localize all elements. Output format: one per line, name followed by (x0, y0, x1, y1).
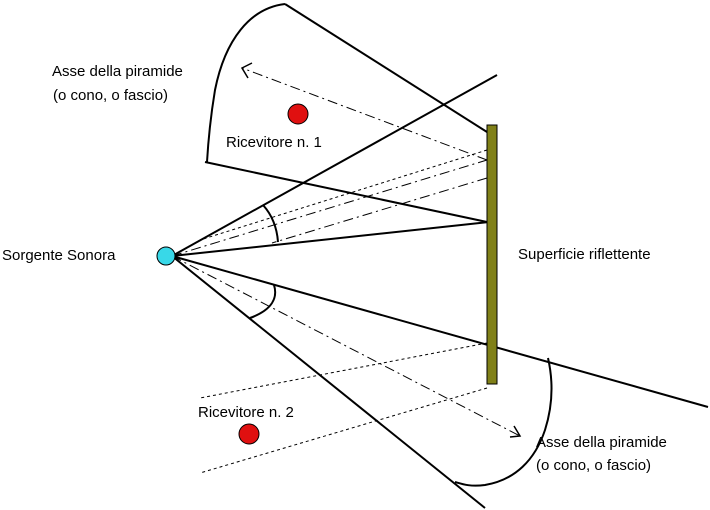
axis-label-top-line2: (o cono, o fascio) (53, 87, 169, 104)
upper-image-ray-top (284, 3, 488, 133)
axis-label-bottom-line2: (o cono, o fascio) (536, 457, 652, 474)
upper-axis-line (171, 159, 488, 257)
upper-beam-ray-bottom (171, 221, 490, 257)
lower-angle-arc (249, 284, 277, 319)
lower-image-arc (454, 357, 553, 487)
receiver-1-label: Ricevitore n. 1 (226, 134, 322, 151)
upper-image-arc (206, 3, 286, 163)
lower-axis-arrowhead (509, 425, 522, 438)
axis-label-bottom-line1: Asse della piramide (536, 434, 667, 451)
upper-axis-reflected (241, 67, 488, 161)
upper-axis-arrowhead (240, 62, 253, 79)
upper-image-ray-bottom (204, 161, 488, 223)
lower-image-ray-bottom (199, 387, 488, 474)
lower-beam-ray-bottom (171, 255, 486, 509)
upper-image-ray-faint (199, 149, 488, 241)
source-label: Sorgente Sonora (2, 247, 116, 264)
upper-image-ray (271, 177, 488, 244)
lower-beam (171, 255, 709, 509)
receiver-2 (238, 423, 260, 445)
upper-beam (171, 3, 498, 257)
receiver-1 (287, 103, 309, 125)
upper-angle-arc (262, 204, 279, 243)
reflecting-surface (486, 124, 498, 385)
axis-lines (171, 67, 521, 437)
lower-axis-line (171, 255, 521, 437)
sound-source (156, 246, 176, 266)
image-rays (199, 149, 488, 474)
axis-label-top-line1: Asse della piramide (52, 63, 183, 80)
surface-label: Superficie riflettente (518, 246, 651, 263)
receiver-2-label: Ricevitore n. 2 (198, 404, 294, 421)
lower-beam-ray-top (171, 255, 709, 408)
lower-image-ray-top (199, 342, 488, 399)
